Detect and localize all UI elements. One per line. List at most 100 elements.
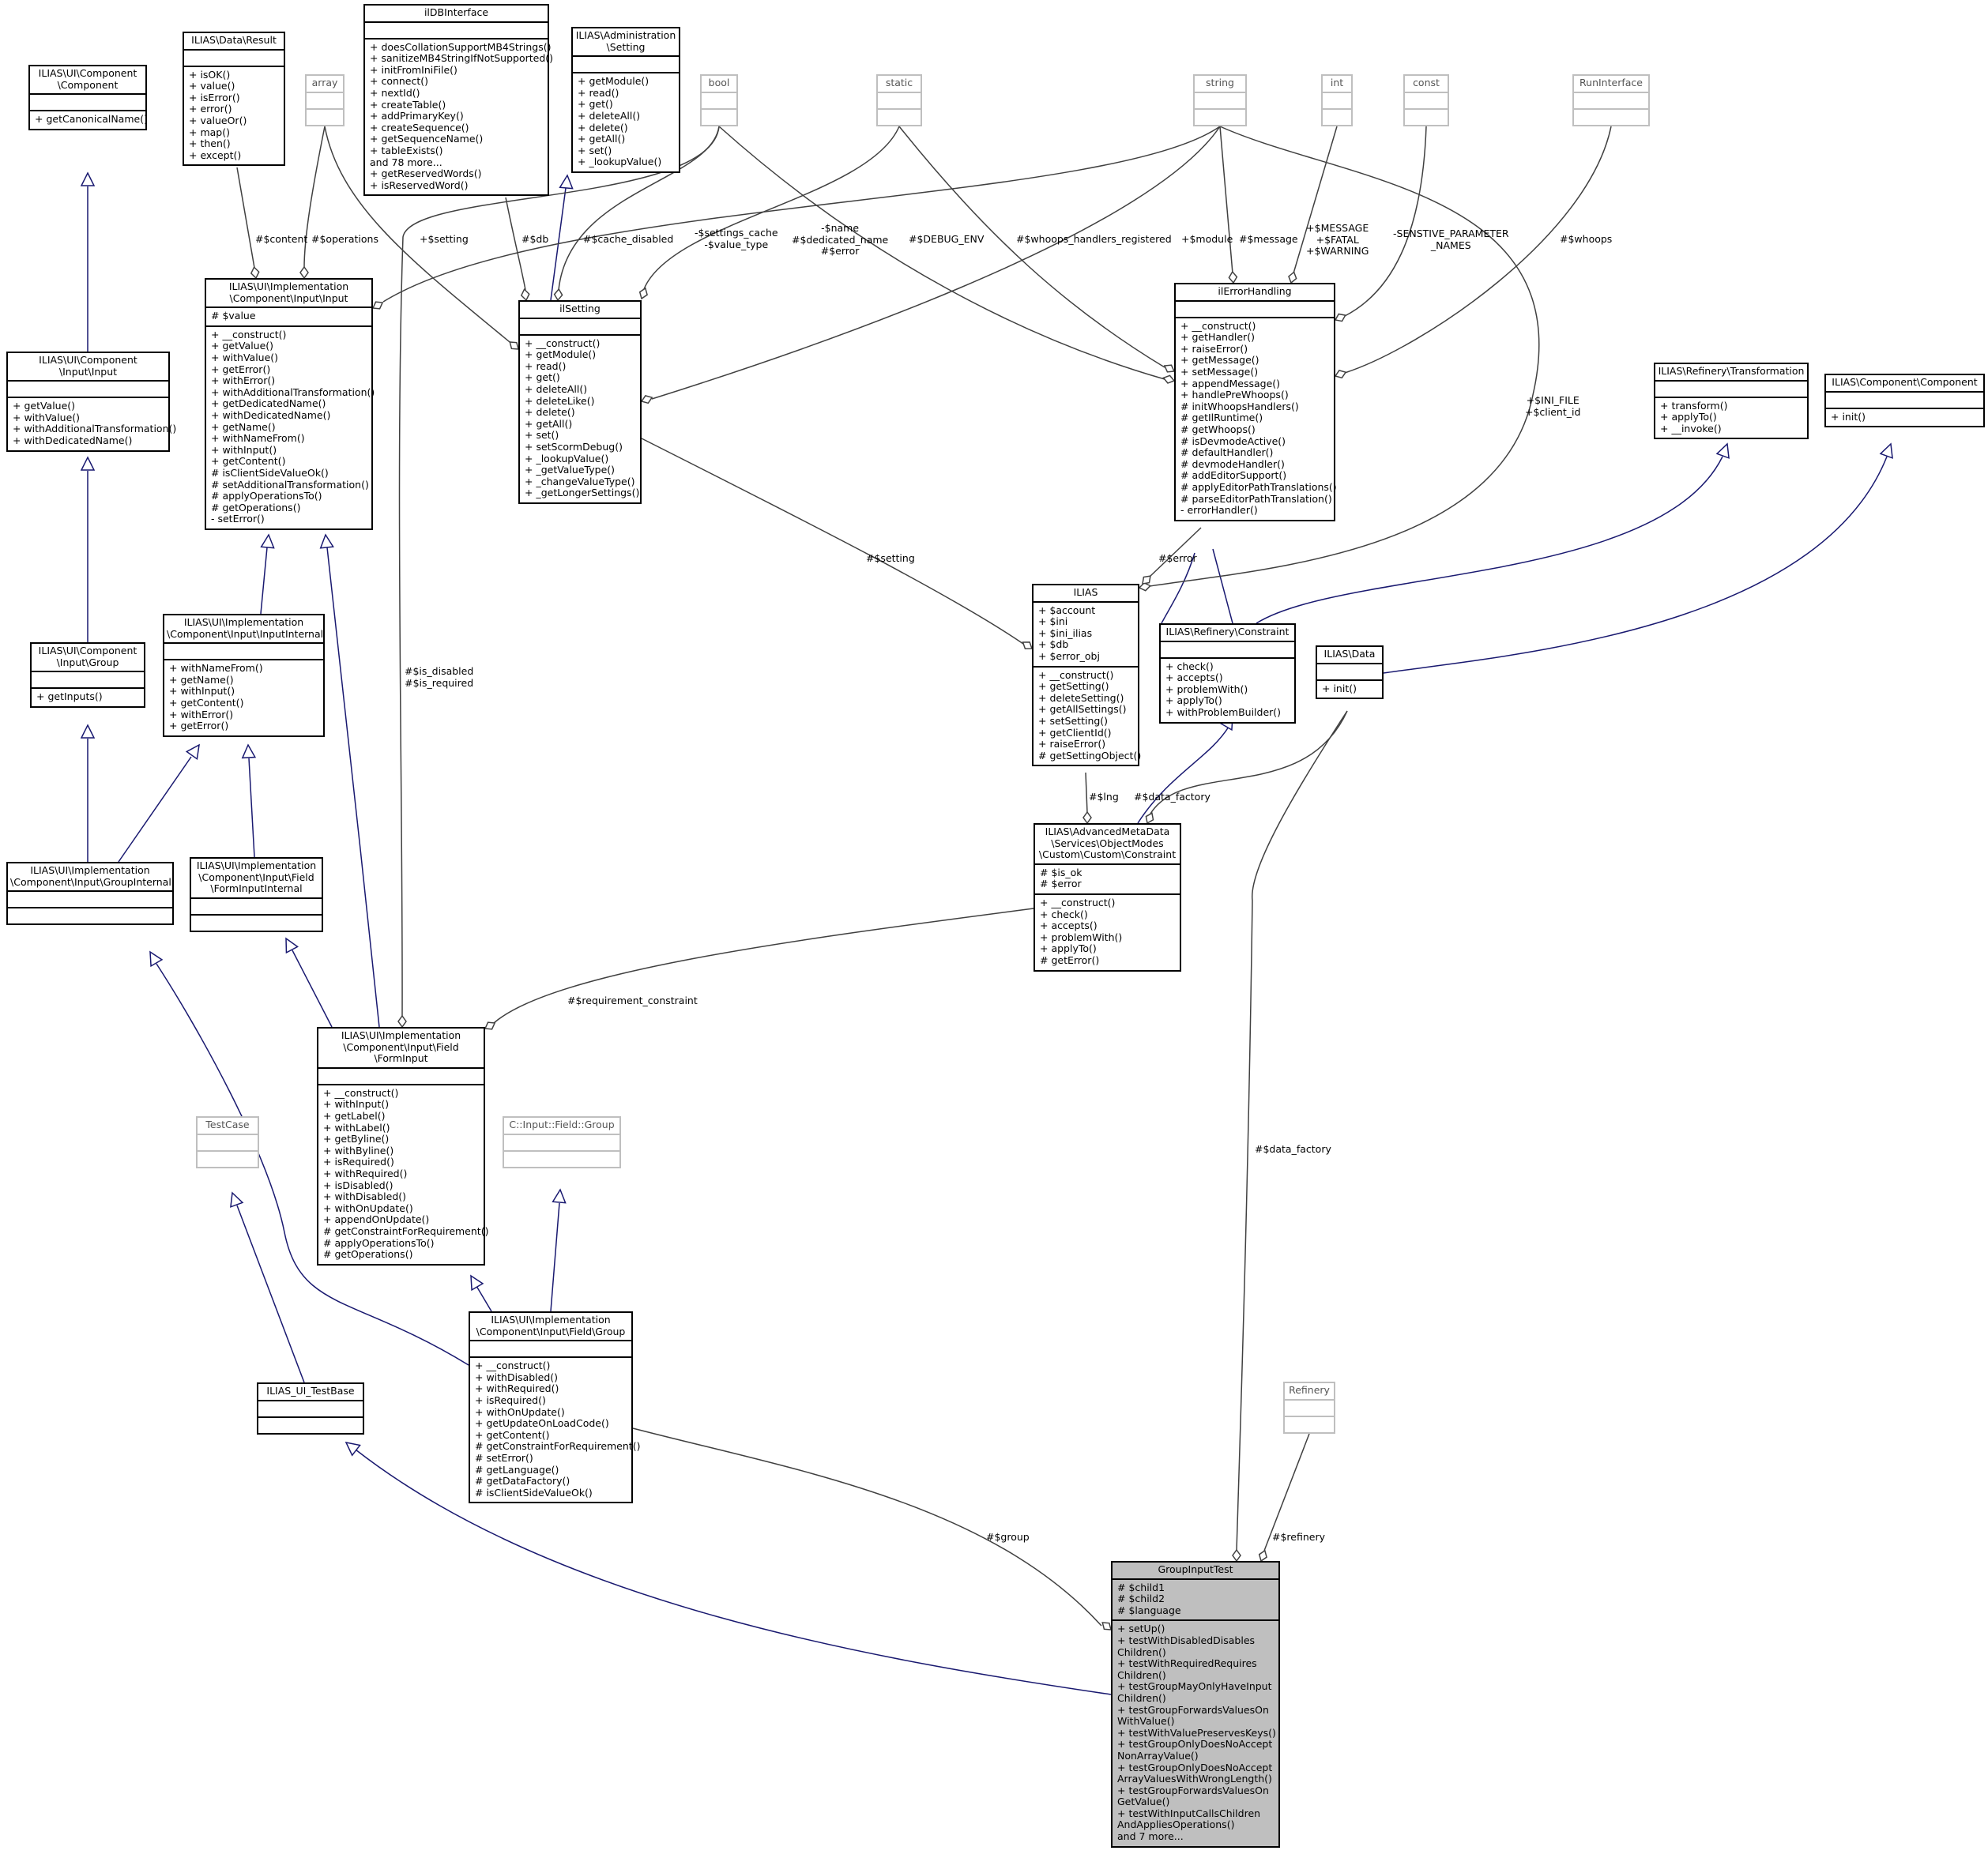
operation: + setMessage() xyxy=(1180,365,1259,378)
operation: + isRequired() xyxy=(323,1156,394,1168)
operation: + withAdditionalTransformation() xyxy=(211,386,375,398)
operation: + __construct() xyxy=(1040,896,1116,908)
class-name: ILIAS\UI\Component \Input\Group xyxy=(38,645,137,668)
operations-section: + __construct()+ getValue()+ withValue()… xyxy=(206,325,375,528)
node-testcase[interactable]: TestCase xyxy=(196,1116,259,1168)
operation: + _getLongerSettings() xyxy=(525,487,640,499)
label-ini-file: +$INI_FILE +$client_id xyxy=(1525,394,1581,418)
operations-section: + transform()+ applyTo()+ __invoke() xyxy=(1655,396,1807,438)
assoc-lng xyxy=(1085,772,1088,814)
attributes-section xyxy=(198,1133,258,1150)
operation: + getSequenceName() xyxy=(370,133,484,145)
node-form-input[interactable]: ILIAS\UI\Implementation \Component\Input… xyxy=(317,1027,488,1266)
node-ilias-data[interactable]: ILIAS\Data+ init() xyxy=(1316,645,1384,700)
operation: ArrayValuesWithWrongLength() xyxy=(1117,1773,1272,1785)
class-name: ILIAS\UI\Implementation \Component\Input… xyxy=(10,864,171,888)
node-refinery[interactable]: Refinery xyxy=(1283,1382,1335,1434)
assoc-diamond xyxy=(299,265,309,280)
node-field-group[interactable]: ILIAS\UI\Implementation \Component\Input… xyxy=(469,1311,640,1504)
operations-section xyxy=(258,1416,363,1433)
node-group-internal[interactable]: ILIAS\UI\Implementation \Component\Input… xyxy=(6,862,174,926)
operation: + getUpdateOnLoadCode() xyxy=(475,1417,609,1430)
inherit-arrow xyxy=(552,1188,567,1204)
attributes-section xyxy=(32,671,144,687)
node-run-interface[interactable]: RunInterface xyxy=(1572,74,1650,126)
operation: # isDevmodeActive() xyxy=(1180,434,1286,447)
assoc-diamond xyxy=(553,288,563,302)
class-name: ilSetting xyxy=(559,303,601,314)
node-input-internal[interactable]: ILIAS\UI\Implementation \Component\Input… xyxy=(163,614,325,737)
node-bool[interactable]: bool xyxy=(700,74,738,126)
operation: + withAdditionalTransformation() xyxy=(13,423,177,435)
operation: + appendOnUpdate() xyxy=(323,1213,430,1226)
node-refinery-constraint[interactable]: ILIAS\Refinery\Constraint+ check()+ acce… xyxy=(1159,623,1296,724)
attribute: + $error_obj xyxy=(1038,649,1100,662)
operation: + withByline() xyxy=(323,1144,394,1157)
operation: NonArrayValue() xyxy=(1117,1749,1199,1762)
node-admin-setting[interactable]: ILIAS\Administration \Setting+ getModule… xyxy=(571,27,680,173)
node-testbase[interactable]: ILIAS_UI_TestBase xyxy=(257,1382,364,1435)
operation: - errorHandler() xyxy=(1180,504,1258,517)
operation: # devmodeHandler() xyxy=(1180,457,1285,470)
node-ui-component[interactable]: ILIAS\UI\Component \Component+ getCanoni… xyxy=(28,65,148,130)
operation: + __construct() xyxy=(1038,668,1114,681)
attributes-section xyxy=(573,55,679,72)
node-array[interactable]: array xyxy=(305,74,345,126)
operation: + testWithValuePreservesKeys() xyxy=(1117,1726,1276,1739)
operation: # setError() xyxy=(475,1451,533,1464)
operation: + set() xyxy=(525,429,559,442)
operation: # initWhoopsHandlers() xyxy=(1180,400,1299,412)
node-impl-input[interactable]: ILIAS\UI\Implementation \Component\Input… xyxy=(205,278,375,530)
operation: + read() xyxy=(525,359,567,372)
node-data-result[interactable]: ILIAS\Data\Result+ isOK()+ value()+ isEr… xyxy=(183,32,285,167)
node-component-component[interactable]: ILIAS\Component\Component+ init() xyxy=(1824,374,1985,428)
class-name: ILIAS\UI\Implementation \Component\Input… xyxy=(196,859,317,895)
operations-section xyxy=(1285,1415,1334,1432)
node-refinery-transformation[interactable]: ILIAS\Refinery\Transformation+ transform… xyxy=(1654,363,1809,440)
node-group-input-test[interactable]: GroupInputTest# $child1# $child2# $langu… xyxy=(1111,1561,1280,1848)
assoc-requirement-constraint xyxy=(493,908,1034,1024)
operation: + withError() xyxy=(211,374,276,387)
node-ilias[interactable]: ILIAS+ $account+ $ini+ $ini_ilias+ $db+ … xyxy=(1032,584,1141,767)
operation: + setSetting() xyxy=(1038,714,1109,727)
operations-section xyxy=(198,1149,258,1167)
inherit-arrow xyxy=(80,724,96,739)
label-setting-plus: +$setting xyxy=(420,233,469,245)
operation: + getAll() xyxy=(525,417,573,430)
node-static[interactable]: static xyxy=(876,74,922,126)
operation: + raiseError() xyxy=(1038,738,1106,750)
operation: + withInput() xyxy=(211,443,277,456)
inherit-forminputinternal-inputinternal xyxy=(248,758,255,858)
operation: + getModule() xyxy=(525,348,597,361)
inherit-amd-constraint xyxy=(1212,548,1233,624)
operation: + withRequired() xyxy=(475,1382,559,1395)
node-const[interactable]: const xyxy=(1403,74,1449,126)
operation: + getSetting() xyxy=(1038,680,1109,693)
operation: + delete() xyxy=(578,121,628,134)
node-ui-group[interactable]: ILIAS\UI\Component \Input\Group+ getInpu… xyxy=(30,642,145,708)
attributes-section xyxy=(470,1340,631,1356)
operations-section: + init() xyxy=(1826,407,1983,427)
node-ildb-interface[interactable]: ilDBInterface+ doesCollationSupportMB4St… xyxy=(363,4,553,197)
operation: + withNameFrom() xyxy=(211,432,305,445)
node-string[interactable]: string xyxy=(1193,74,1247,126)
node-form-input-internal[interactable]: ILIAS\UI\Implementation \Component\Input… xyxy=(190,857,323,932)
node-int[interactable]: int xyxy=(1321,74,1353,126)
inherit-amd-constraint2 xyxy=(1137,726,1229,824)
inherit-arrow xyxy=(285,937,299,954)
operation: + __invoke() xyxy=(1660,422,1722,434)
node-ilerrorhandling[interactable]: ilErrorHandling+ __construct()+ getHandl… xyxy=(1174,283,1337,521)
class-name: ILIAS\UI\Implementation \Component\Input… xyxy=(476,1314,626,1337)
node-c-input-field-group[interactable]: C::Input::Field::Group xyxy=(503,1116,621,1168)
node-amd-constraint[interactable]: ILIAS\AdvancedMetaData \Services\ObjectM… xyxy=(1034,823,1181,972)
assoc-diamond xyxy=(1232,1548,1241,1563)
inherit-testbase-testcase xyxy=(236,1205,305,1383)
node-ilsetting[interactable]: ilSetting+ __construct()+ getModule()+ r… xyxy=(518,300,642,504)
class-name: C::Input::Field::Group xyxy=(509,1119,615,1130)
node-ui-input[interactable]: ILIAS\UI\Component \Input\Input+ getValu… xyxy=(6,352,177,452)
assoc-content xyxy=(236,167,255,269)
operation: + withOnUpdate() xyxy=(323,1202,413,1214)
operations-section xyxy=(8,907,172,923)
inherit-data-compcomp xyxy=(1383,456,1888,674)
